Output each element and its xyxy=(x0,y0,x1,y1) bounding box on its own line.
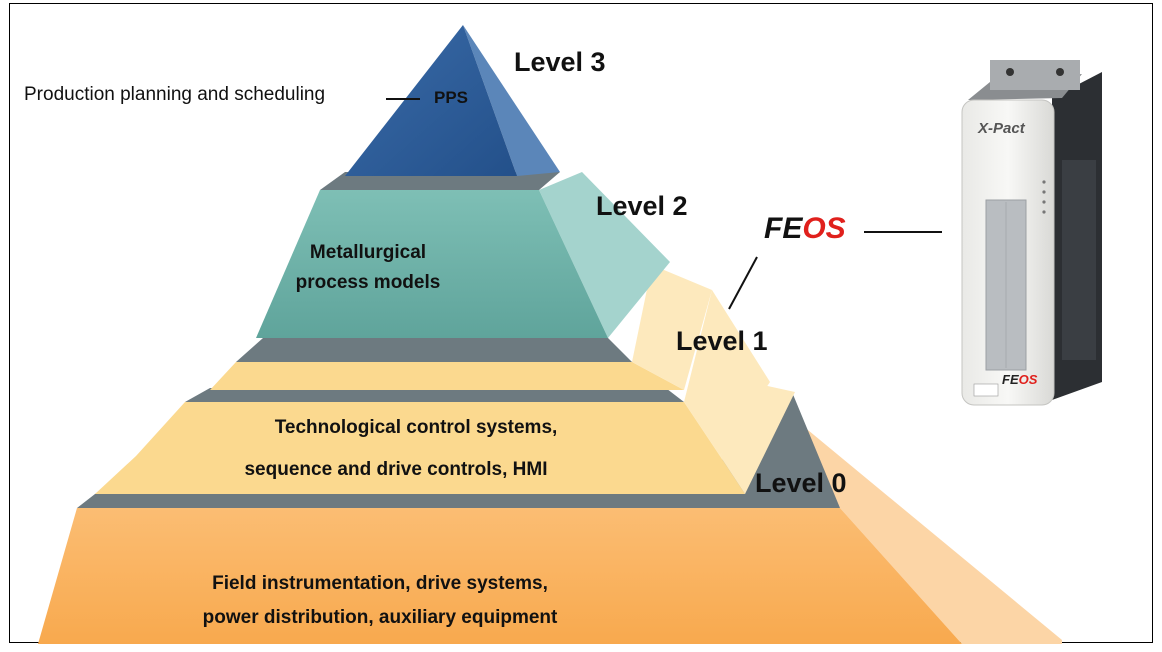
feos-level1-connector xyxy=(728,256,758,310)
level1-label: Level 1 xyxy=(676,326,768,356)
level3-side xyxy=(463,25,560,176)
level1-block xyxy=(95,265,795,494)
level1-lower-side xyxy=(720,385,795,494)
level1-mid-shadow xyxy=(185,362,684,402)
level0-line1: Field instrumentation, drive systems, xyxy=(212,573,548,594)
level1-lower-front xyxy=(95,456,745,494)
feos-title: FEOS xyxy=(764,212,846,246)
level2-block xyxy=(236,172,670,362)
level2-line1: Metallurgical xyxy=(309,242,427,263)
level2-line2: process models xyxy=(295,272,441,293)
level1-upper-front xyxy=(136,402,720,456)
device-led xyxy=(1042,210,1046,214)
device-led xyxy=(1042,190,1046,194)
level2-top-shadow xyxy=(320,172,560,190)
level2-label: Level 2 xyxy=(596,191,688,221)
level0-front xyxy=(38,508,962,644)
level2-front xyxy=(256,190,608,338)
device-side-fins xyxy=(1062,160,1096,360)
pps-description: Production planning and scheduling xyxy=(24,84,326,105)
pps-label: PPS xyxy=(434,88,469,107)
level2-shadow xyxy=(236,338,632,362)
level0-side xyxy=(762,392,1062,644)
device-rear-plate xyxy=(990,60,1080,90)
device-mount-hole xyxy=(1056,68,1064,76)
device-led xyxy=(1042,200,1046,204)
device-feos-os: OS xyxy=(1018,372,1038,387)
level0-content: Field instrumentation, drive systems, po… xyxy=(140,567,620,635)
level3-front xyxy=(345,25,517,176)
device-brand-label: X-Pact xyxy=(978,120,1025,137)
level1-content-line1: Technological control systems, xyxy=(274,417,558,438)
level1-top-side xyxy=(632,265,712,390)
level0-label: Level 0 xyxy=(755,468,847,498)
level1-top-front xyxy=(210,362,684,390)
level3-label: Level 3 xyxy=(514,47,606,77)
level1-upper-side xyxy=(684,290,770,456)
device-feos-fe: FE xyxy=(1002,372,1019,387)
level0-line2: power distribution, auxiliary equipment xyxy=(202,607,558,628)
feos-title-os: OS xyxy=(802,212,846,245)
level3-block xyxy=(345,25,560,176)
device-feos-label: FEOS xyxy=(1002,372,1037,387)
level2-content: Metallurgical process models xyxy=(258,238,478,298)
feos-title-fe: FE xyxy=(764,212,803,245)
device-led xyxy=(1042,180,1046,184)
device-sticker xyxy=(973,383,999,397)
feos-device xyxy=(961,60,1102,406)
level1-content-line2: sequence and drive controls, HMI xyxy=(244,459,548,480)
level2-side xyxy=(539,172,670,338)
device-mount-hole xyxy=(1006,68,1014,76)
